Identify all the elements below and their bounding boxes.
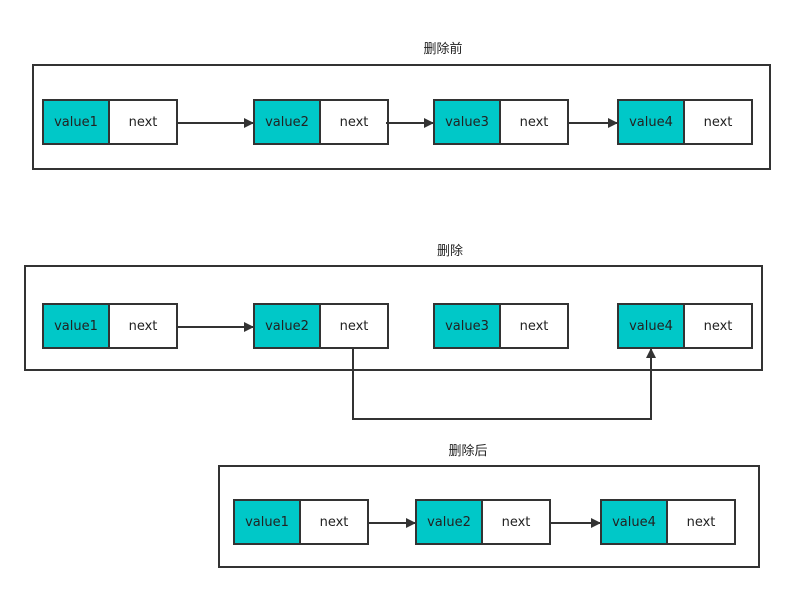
node-next: next <box>110 101 176 143</box>
frame-deleting <box>24 265 763 371</box>
arrow-deleting-2-4-bypass <box>352 348 656 420</box>
node-next: next <box>668 501 734 543</box>
node-next: next <box>501 305 567 347</box>
list-node: value4 next <box>600 499 736 545</box>
node-value: value2 <box>417 501 483 543</box>
node-next: next <box>301 501 367 543</box>
node-next: next <box>321 101 387 143</box>
list-node: value1 next <box>233 499 369 545</box>
node-value: value4 <box>602 501 668 543</box>
frame-after <box>218 465 760 568</box>
list-node: value4 next <box>617 99 753 145</box>
node-value: value3 <box>435 305 501 347</box>
list-node: value3 next <box>433 99 569 145</box>
node-value: value1 <box>44 305 110 347</box>
section-title-before: 删除前 <box>423 42 463 57</box>
section-title-after: 删除后 <box>448 444 488 459</box>
node-value: value4 <box>619 305 685 347</box>
list-node: value2 next <box>253 99 389 145</box>
list-node: value2 next <box>253 303 389 349</box>
frame-before <box>32 64 771 170</box>
node-next: next <box>501 101 567 143</box>
node-next: next <box>685 305 751 347</box>
node-value: value2 <box>255 305 321 347</box>
node-next: next <box>110 305 176 347</box>
list-node: value4 next <box>617 303 753 349</box>
list-node: value2 next <box>415 499 551 545</box>
list-node: value1 next <box>42 99 178 145</box>
node-value: value1 <box>44 101 110 143</box>
node-value: value3 <box>435 101 501 143</box>
node-value: value1 <box>235 501 301 543</box>
node-next: next <box>483 501 549 543</box>
node-next: next <box>685 101 751 143</box>
node-next: next <box>321 305 387 347</box>
list-node: value3 next <box>433 303 569 349</box>
node-value: value2 <box>255 101 321 143</box>
section-title-deleting: 删除 <box>436 244 464 259</box>
node-value: value4 <box>619 101 685 143</box>
